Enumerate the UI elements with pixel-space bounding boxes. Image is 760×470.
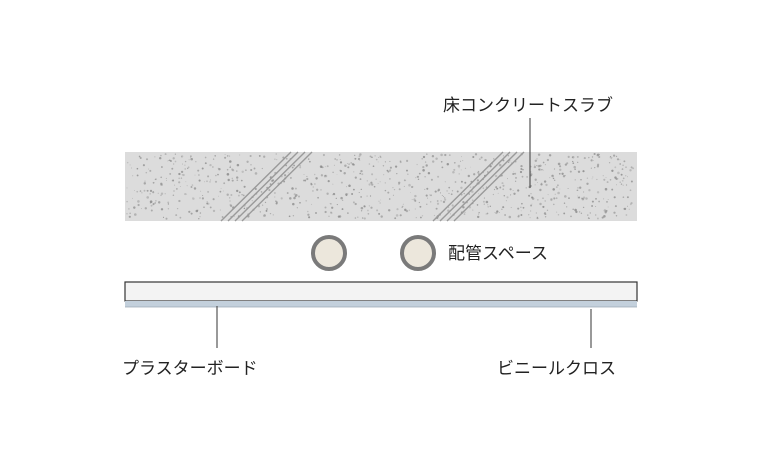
vinyl-cloth [125,301,637,308]
concrete-slab [125,151,637,222]
pipe-space-label: 配管スペース [448,244,548,264]
slab-crack-left [220,151,313,222]
slab-body [125,152,637,221]
pipe-left [311,235,347,271]
slab-crack-right [432,151,525,222]
plaster-board [124,281,638,302]
slab-label: 床コンクリートスラブ [443,95,613,116]
pipe-right [400,235,436,271]
vinyl-cloth-label: ビニールクロス [497,359,616,379]
plaster-board-label: プラスターボード [122,359,258,379]
